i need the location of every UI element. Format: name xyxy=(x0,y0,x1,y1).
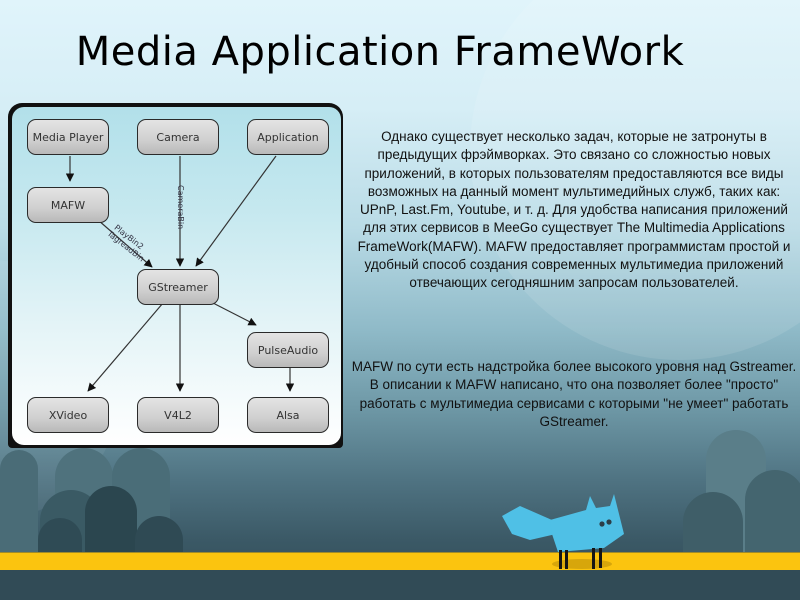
node-mafw: MAFW xyxy=(27,187,109,223)
edge-gstreamer-pulseaudio xyxy=(212,302,257,326)
slide-title: Media Application FrameWork xyxy=(75,29,685,75)
edge-gstreamer-xvideo xyxy=(87,302,164,392)
edge-label-camerabin: CameraBin xyxy=(176,185,185,230)
tree-silhouette-icon xyxy=(38,518,82,552)
node-alsa: Alsa xyxy=(247,397,329,433)
bottom-band xyxy=(0,570,800,600)
node-application: Application xyxy=(247,119,329,155)
tree-silhouette-icon xyxy=(0,450,38,552)
tree-silhouette-icon xyxy=(683,492,743,552)
node-media-player: Media Player xyxy=(27,119,109,155)
architecture-diagram: Media Player Camera Application MAFW GSt… xyxy=(8,103,343,448)
node-v4l2: V4L2 xyxy=(137,397,219,433)
node-xvideo: XVideo xyxy=(27,397,109,433)
tree-silhouette-icon xyxy=(85,486,137,552)
edge-application-gstreamer xyxy=(195,155,277,267)
ground-stripe xyxy=(0,552,800,572)
diagram-edges xyxy=(65,155,295,392)
edge-mafw-gstreamer xyxy=(97,219,153,268)
node-pulseaudio: PulseAudio xyxy=(247,332,329,368)
node-camera: Camera xyxy=(137,119,219,155)
paragraph-1: Однако существует несколько задач, котор… xyxy=(357,129,791,291)
tree-silhouette-icon xyxy=(745,470,800,552)
node-gstreamer: GStreamer xyxy=(137,269,219,305)
paragraph-2: MAFW по сути есть надстройка более высок… xyxy=(351,359,797,429)
tree-silhouette-icon xyxy=(135,516,183,552)
fox-mascot-icon xyxy=(502,494,624,569)
